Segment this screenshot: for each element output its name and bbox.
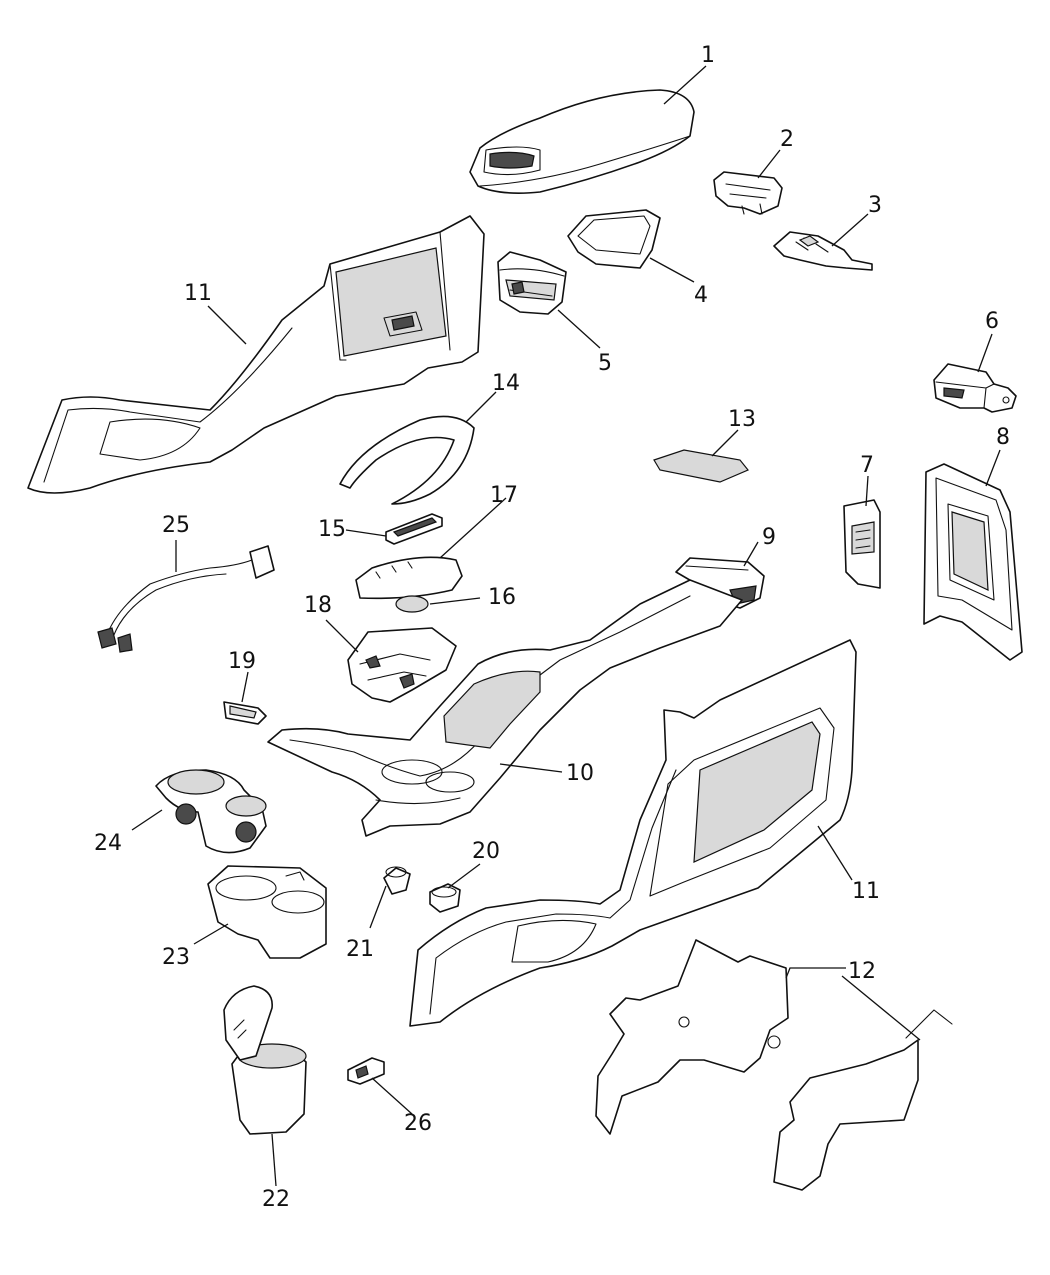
leader-15 (345, 529, 387, 537)
part-15-switch (385, 513, 443, 545)
callout-13: 13 (728, 407, 756, 432)
callout-15: 15 (318, 517, 346, 542)
callout-12: 12 (848, 959, 876, 984)
part-14-trim-bezel (339, 415, 475, 505)
part-3-latch (773, 231, 873, 271)
leader-26 (371, 1077, 413, 1115)
part-19-switch (223, 701, 267, 725)
part-9-trim (675, 557, 765, 609)
leader-lines (131, 65, 1001, 1187)
callout-2: 2 (780, 127, 794, 152)
part-6-module (933, 363, 1017, 413)
leader-16 (429, 597, 481, 605)
part-2-bracket (713, 171, 783, 215)
part-11-right-side-panel (409, 639, 857, 1027)
leader-5 (557, 309, 601, 349)
part-1-armrest-lid (469, 89, 695, 194)
part-25-harness (97, 545, 275, 653)
callout-6: 6 (985, 309, 999, 334)
leader-12 (785, 967, 846, 979)
leader-24 (131, 809, 163, 831)
part-10-console-base (267, 579, 743, 837)
callout-4: 4 (694, 283, 708, 308)
leader-17 (439, 497, 507, 559)
part-17-cover (355, 556, 463, 600)
callout-16: 16 (488, 585, 516, 610)
callout-labels: 1 2 3 4 5 6 7 8 9 10 11 11 12 13 14 15 1… (94, 43, 1010, 1212)
leader-11b (817, 825, 853, 881)
leader-1 (663, 65, 707, 105)
callout-14: 14 (492, 371, 520, 396)
leader-13 (711, 429, 739, 457)
leader-23 (193, 923, 229, 945)
leader-20 (447, 863, 481, 889)
leader-2 (757, 149, 781, 179)
callout-21: 21 (346, 937, 374, 962)
part-24-cupholder-insert (155, 769, 267, 854)
callout-26: 26 (404, 1111, 432, 1136)
callout-20: 20 (472, 839, 500, 864)
callout-10: 10 (566, 761, 594, 786)
part-12-insulation-panels (595, 939, 953, 1191)
part-5-storage-bin (497, 251, 567, 315)
leader-21 (369, 885, 387, 929)
leader-6 (977, 333, 993, 373)
callout-17: 17 (490, 483, 518, 508)
part-18-housing (347, 627, 457, 703)
leader-22 (271, 1133, 277, 1187)
leader-8 (985, 449, 1001, 487)
callout-24: 24 (94, 831, 122, 856)
callout-18: 18 (304, 593, 332, 618)
callout-23: 23 (162, 945, 190, 970)
callout-7: 7 (860, 453, 874, 478)
leader-12b (841, 975, 921, 1041)
callout-1: 1 (701, 43, 715, 68)
leader-10 (499, 763, 563, 773)
callout-8: 8 (996, 425, 1010, 450)
leader-18 (325, 619, 359, 653)
part-23-cupholder-base (207, 865, 327, 959)
part-26-connector (347, 1057, 385, 1085)
callout-9: 9 (762, 525, 776, 550)
leader-11a (207, 305, 247, 345)
part-11-left-side-panel (27, 215, 485, 494)
part-7-panel (843, 499, 881, 589)
callout-3: 3 (868, 193, 882, 218)
leader-19 (241, 671, 249, 703)
part-8-rear-bezel (923, 463, 1023, 661)
leader-9 (743, 541, 759, 567)
callout-22: 22 (262, 1187, 290, 1212)
part-20-clip (429, 883, 461, 913)
callout-25: 25 (162, 513, 190, 538)
callout-5: 5 (598, 351, 612, 376)
leader-4 (649, 257, 695, 283)
callout-11-left: 11 (184, 281, 212, 306)
callout-11-right: 11 (852, 879, 880, 904)
part-16-disc (395, 595, 429, 613)
part-21-plug (383, 866, 411, 895)
part-22-coin-holder (223, 985, 307, 1135)
leader-7 (865, 475, 869, 507)
part-4-tray (567, 209, 661, 269)
callout-19: 19 (228, 649, 256, 674)
leader-14 (465, 391, 497, 423)
leader-3 (831, 213, 869, 247)
part-13-pad (653, 449, 749, 483)
